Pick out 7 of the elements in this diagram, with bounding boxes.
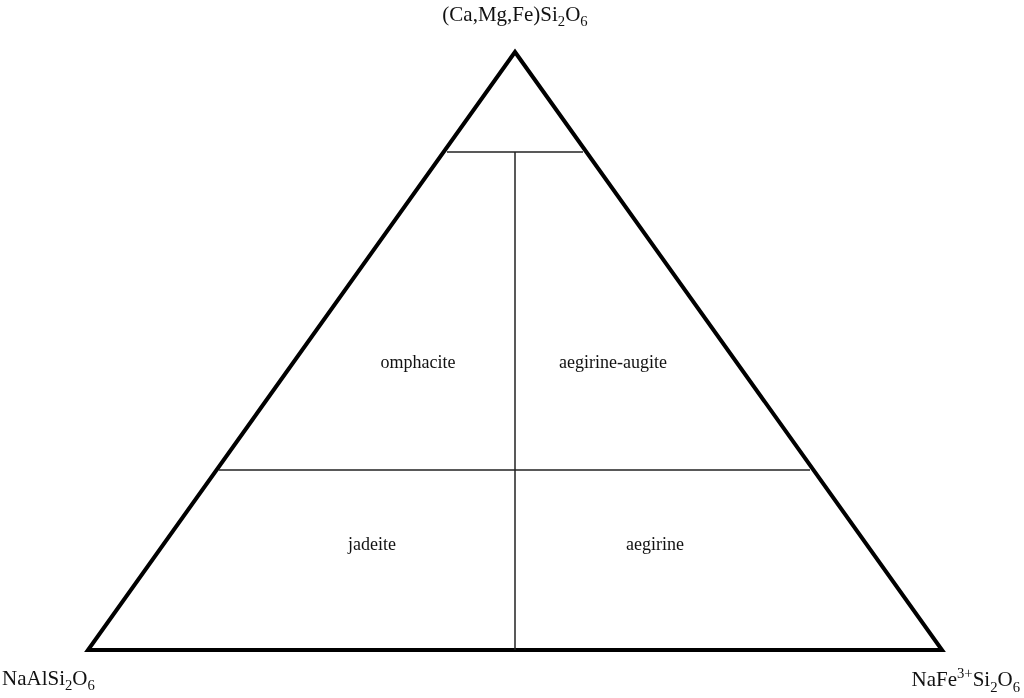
field-label: jadeite	[348, 535, 396, 555]
field-label: aegirine-augite	[559, 353, 667, 373]
field-label: omphacite	[380, 353, 456, 373]
field-label: aegirine	[626, 535, 684, 555]
vertex-label: NaFe$^{3+}$Si$_{2}$O$_{6}$	[911, 665, 1020, 695]
vertex-label: NaAlSi$_{2}$O$_{6}$	[2, 666, 95, 694]
vertex-label: (Ca,Mg,Fe)Si$_{2}$O$_{6}$	[442, 2, 588, 30]
